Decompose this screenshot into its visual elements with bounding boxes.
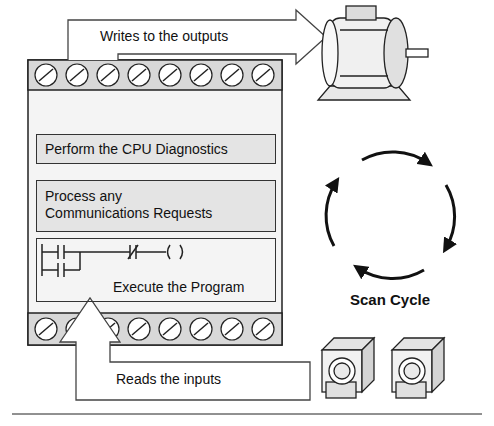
arrow-label: Writes to the outputs xyxy=(98,28,230,45)
terminal-strip xyxy=(28,60,282,90)
band-text: Execute the Program xyxy=(113,279,269,296)
pushbutton-icons xyxy=(322,338,444,398)
rule-line xyxy=(12,414,482,415)
process-band: Perform the CPU Diagnostics xyxy=(36,134,276,164)
band-text: Perform the CPU Diagnostics xyxy=(45,141,269,158)
process-band: Process any Communications Requests xyxy=(36,180,276,232)
ladder-symbol xyxy=(42,244,183,277)
input-arrow xyxy=(60,298,310,400)
band-text: Process any Communications Requests xyxy=(45,188,215,222)
motor-icon xyxy=(318,6,428,100)
plc-housing xyxy=(28,60,282,345)
process-band: Execute the Program xyxy=(36,238,276,302)
arrow-label: Reads the inputs xyxy=(114,371,223,388)
scan-cycle-arrows xyxy=(326,152,455,279)
output-arrow xyxy=(68,10,326,64)
cycle-label: Scan Cycle xyxy=(348,291,432,308)
